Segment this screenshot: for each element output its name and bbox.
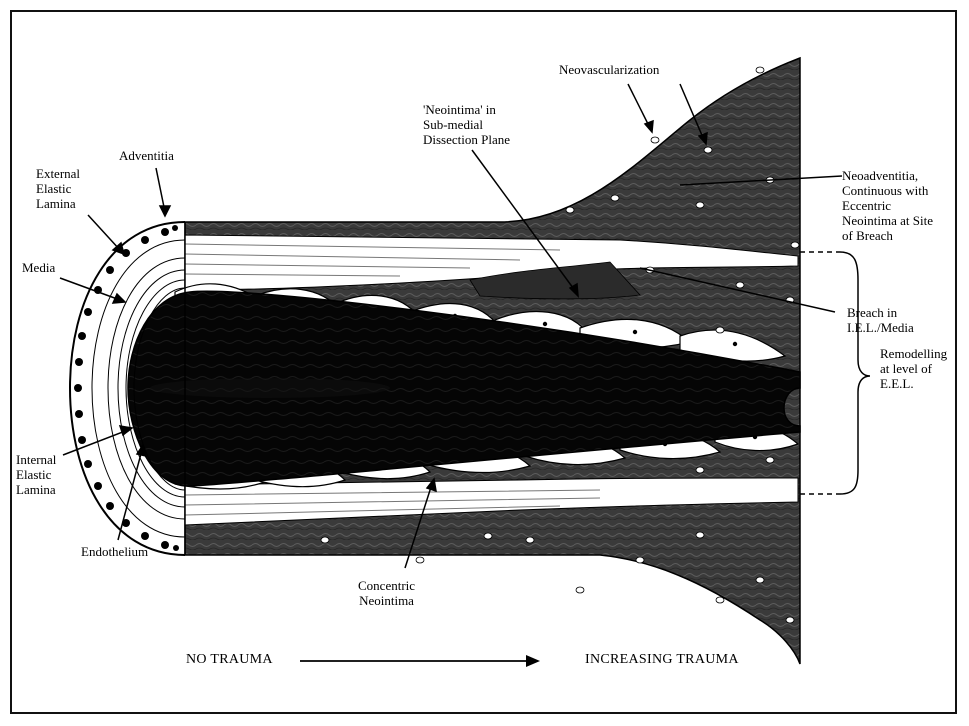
trauma-arrow bbox=[300, 655, 540, 667]
axis-label-increasing-trauma: INCREASING TRAUMA bbox=[585, 652, 739, 668]
label-neointima-dissection: 'Neointima' in Sub-medial Dissection Pla… bbox=[423, 102, 510, 147]
label-internal-elastic-lamina: Internal Elastic Lamina bbox=[16, 452, 56, 497]
label-breach: Breach in I.E.L./Media bbox=[847, 305, 914, 335]
label-endothelium: Endothelium bbox=[81, 544, 148, 559]
label-neovascularization: Neovascularization bbox=[559, 62, 659, 77]
remodelling-bracket bbox=[800, 252, 870, 494]
axis-label-no-trauma: NO TRAUMA bbox=[186, 652, 273, 668]
label-concentric-neointima: Concentric Neointima bbox=[358, 578, 415, 608]
label-neoadventitia: Neoadventitia, Continuous with Eccentric… bbox=[842, 168, 933, 243]
label-media: Media bbox=[22, 260, 55, 275]
label-external-elastic-lamina: External Elastic Lamina bbox=[36, 166, 80, 211]
label-remodelling: Remodelling at level of E.E.L. bbox=[880, 346, 947, 391]
label-adventitia: Adventitia bbox=[119, 148, 174, 163]
